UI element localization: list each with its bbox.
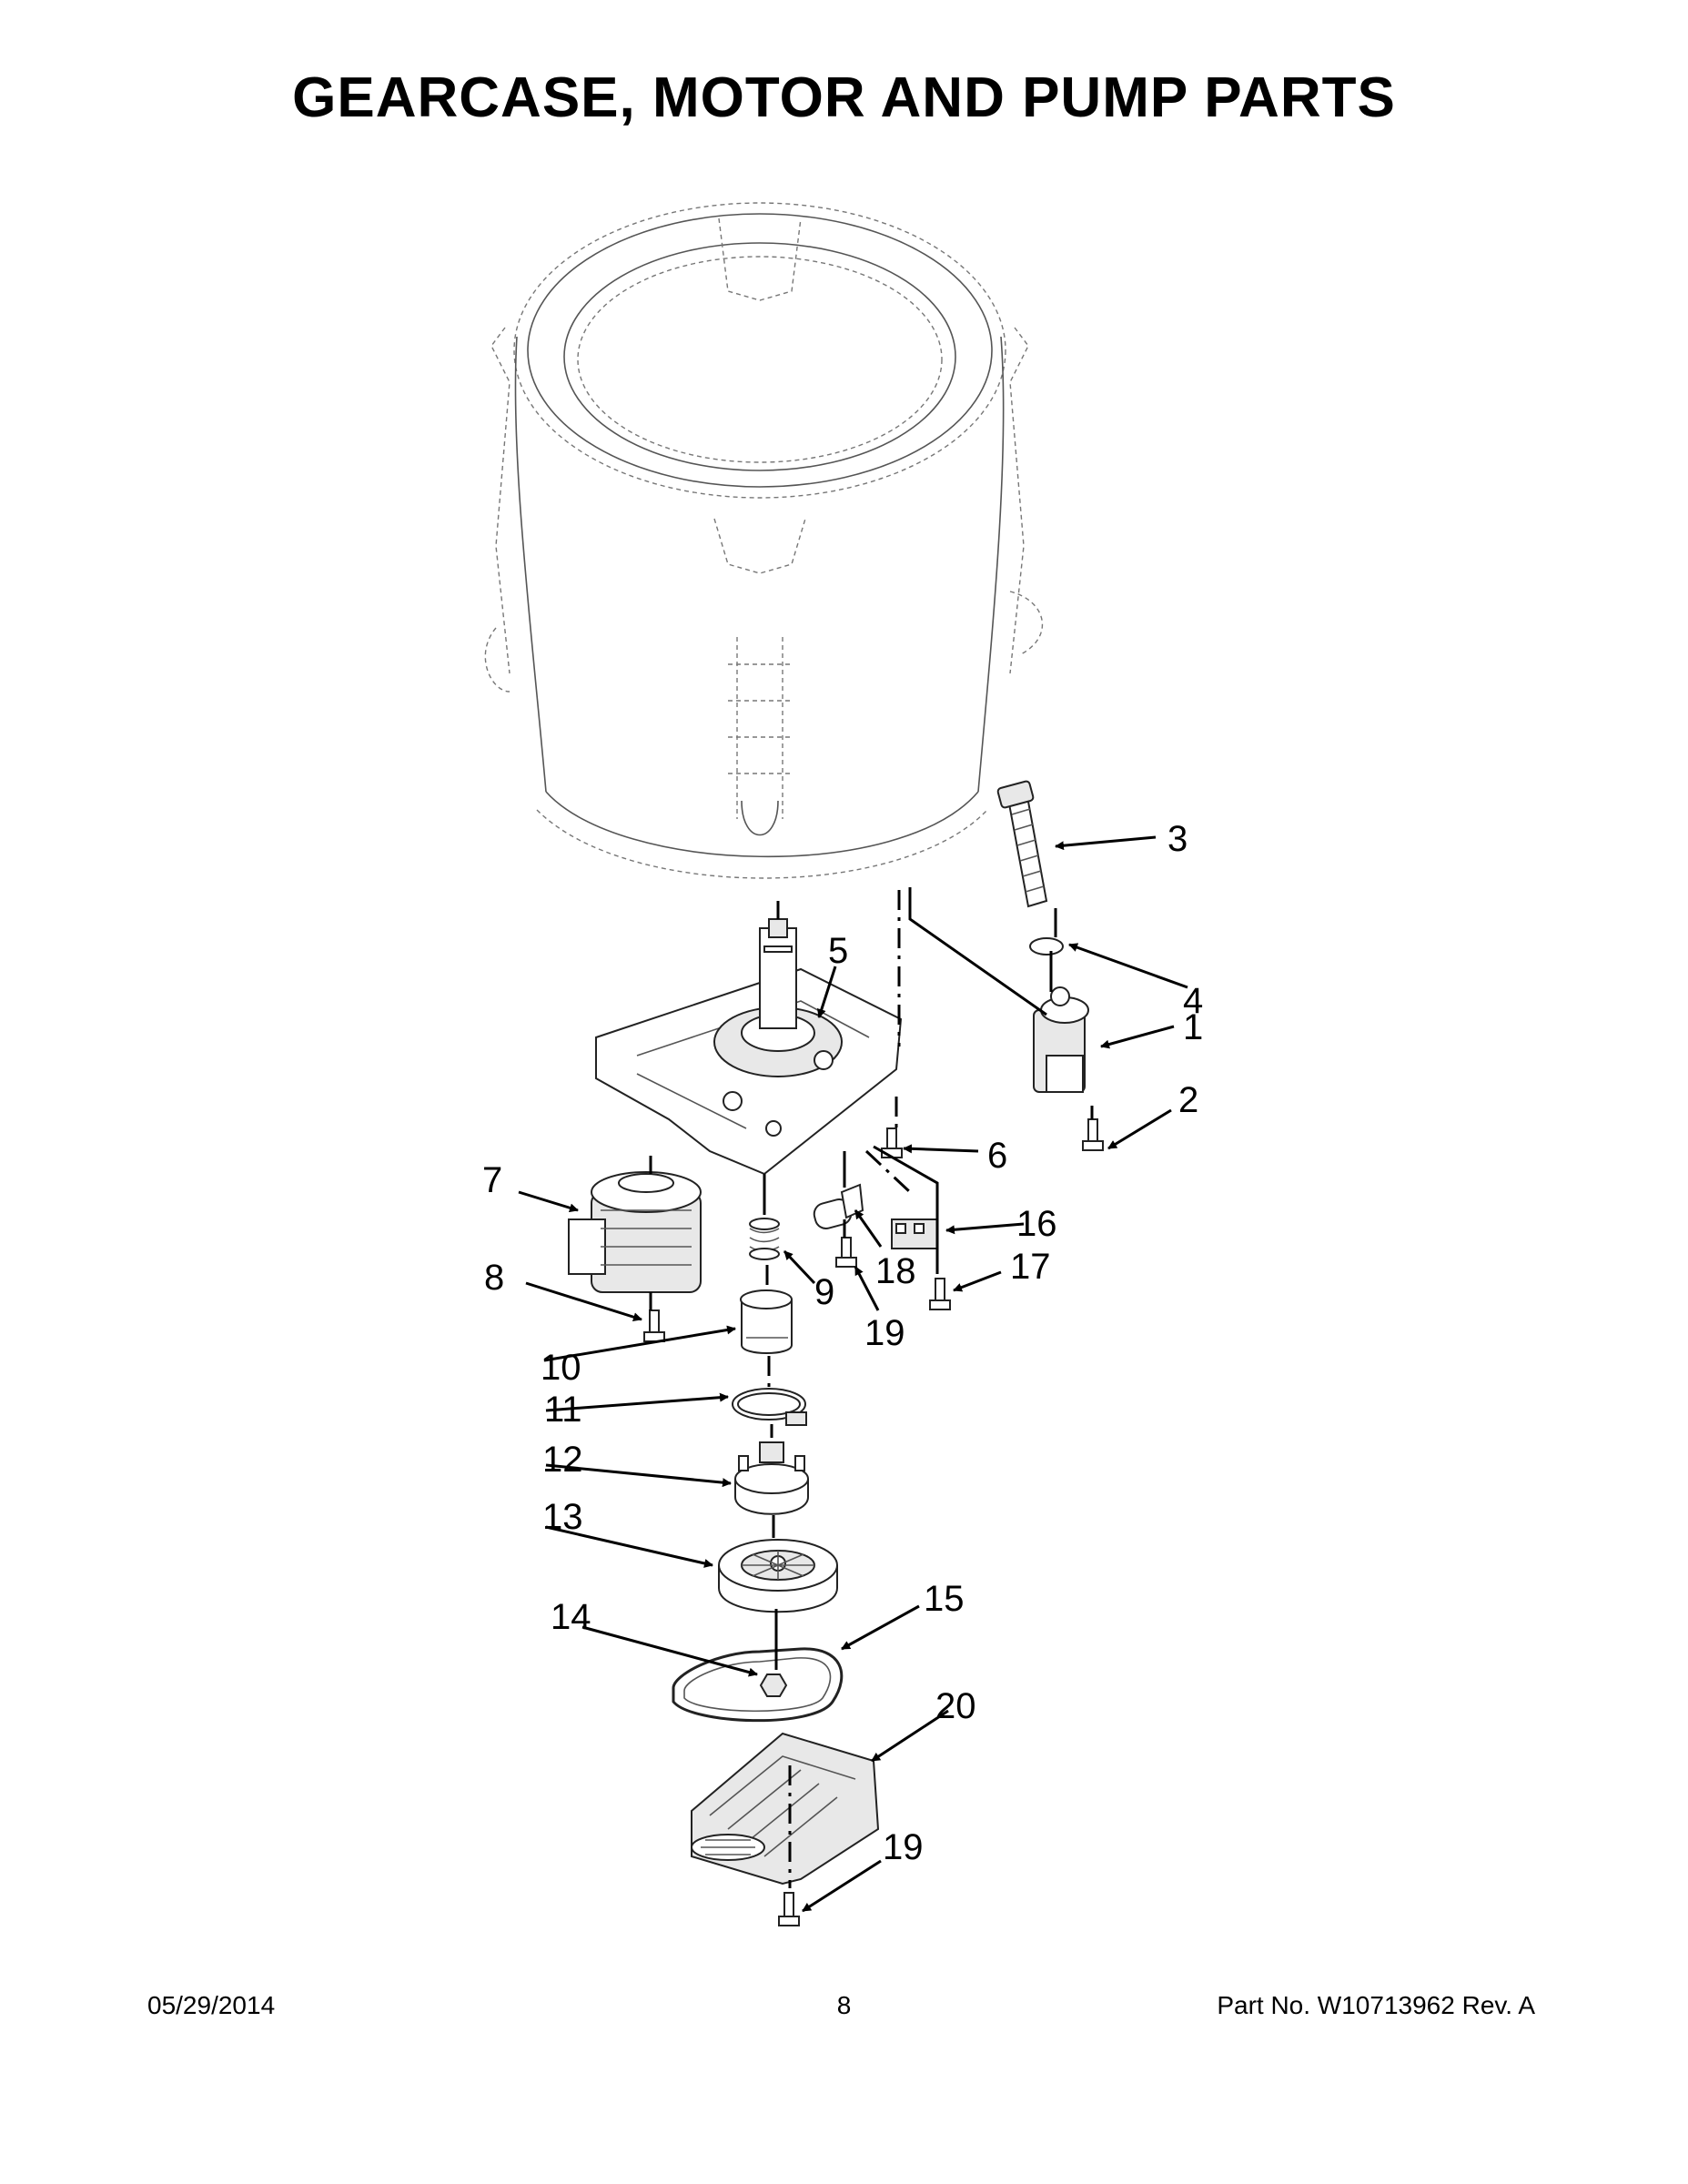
drive-motor	[568, 1171, 702, 1293]
clutch-spring	[749, 1218, 780, 1260]
callout-20: 20	[935, 1686, 976, 1726]
gearcase	[595, 918, 903, 1176]
callout-8: 8	[484, 1258, 504, 1298]
callout-9: 9	[814, 1272, 834, 1312]
block-screw	[929, 1278, 951, 1310]
callout-6: 6	[987, 1136, 1007, 1176]
callout-10: 10	[541, 1348, 581, 1388]
callout-12: 12	[542, 1440, 583, 1480]
callout-19-upper: 19	[864, 1313, 905, 1353]
callout-11: 11	[544, 1390, 582, 1430]
terminal-block	[891, 1218, 938, 1249]
drive-pulley	[718, 1539, 838, 1613]
callout-13: 13	[542, 1497, 583, 1537]
shield-screw	[778, 1892, 800, 1926]
motor-shield	[691, 1732, 880, 1886]
callout-1: 1	[1183, 1007, 1203, 1047]
bracket-screw	[835, 1237, 857, 1268]
callout-4: 4	[1183, 981, 1203, 1021]
drain-hose	[996, 780, 1048, 908]
drain-pump	[1033, 986, 1089, 1093]
callout-labels: 3 4 1 2 5 6 7 8 9 10 11 12 13 14 15 16 1…	[482, 819, 1203, 1867]
drive-hub	[734, 1441, 809, 1515]
callout-17: 17	[1010, 1247, 1051, 1287]
callout-18: 18	[875, 1251, 916, 1291]
drive-tube	[740, 1289, 793, 1354]
page-title: GEARCASE, MOTOR AND PUMP PARTS	[292, 66, 1396, 129]
footer-page-number: 8	[836, 1991, 852, 2019]
callout-15: 15	[924, 1579, 965, 1619]
pump-screw	[1082, 1118, 1104, 1151]
clamp-ring	[732, 1388, 807, 1426]
callout-16: 16	[1016, 1204, 1057, 1244]
callout-3: 3	[1167, 819, 1188, 859]
hex-nut	[759, 1673, 788, 1697]
leader-lines	[518, 835, 1188, 1913]
callout-14: 14	[551, 1597, 591, 1637]
footer-part-number: Part No. W10713962 Rev. A	[1217, 1991, 1535, 2019]
callout-19-lower: 19	[883, 1827, 924, 1867]
outer-tub	[484, 202, 1044, 879]
callout-5: 5	[828, 931, 848, 971]
callout-2: 2	[1178, 1080, 1198, 1120]
footer-date: 05/29/2014	[147, 1991, 276, 2019]
hose-clamp	[1029, 937, 1064, 956]
callout-7: 7	[482, 1160, 502, 1200]
motor-screw	[643, 1309, 665, 1342]
capacitor-bracket	[840, 1183, 864, 1219]
assembly-axes	[649, 887, 1094, 1888]
